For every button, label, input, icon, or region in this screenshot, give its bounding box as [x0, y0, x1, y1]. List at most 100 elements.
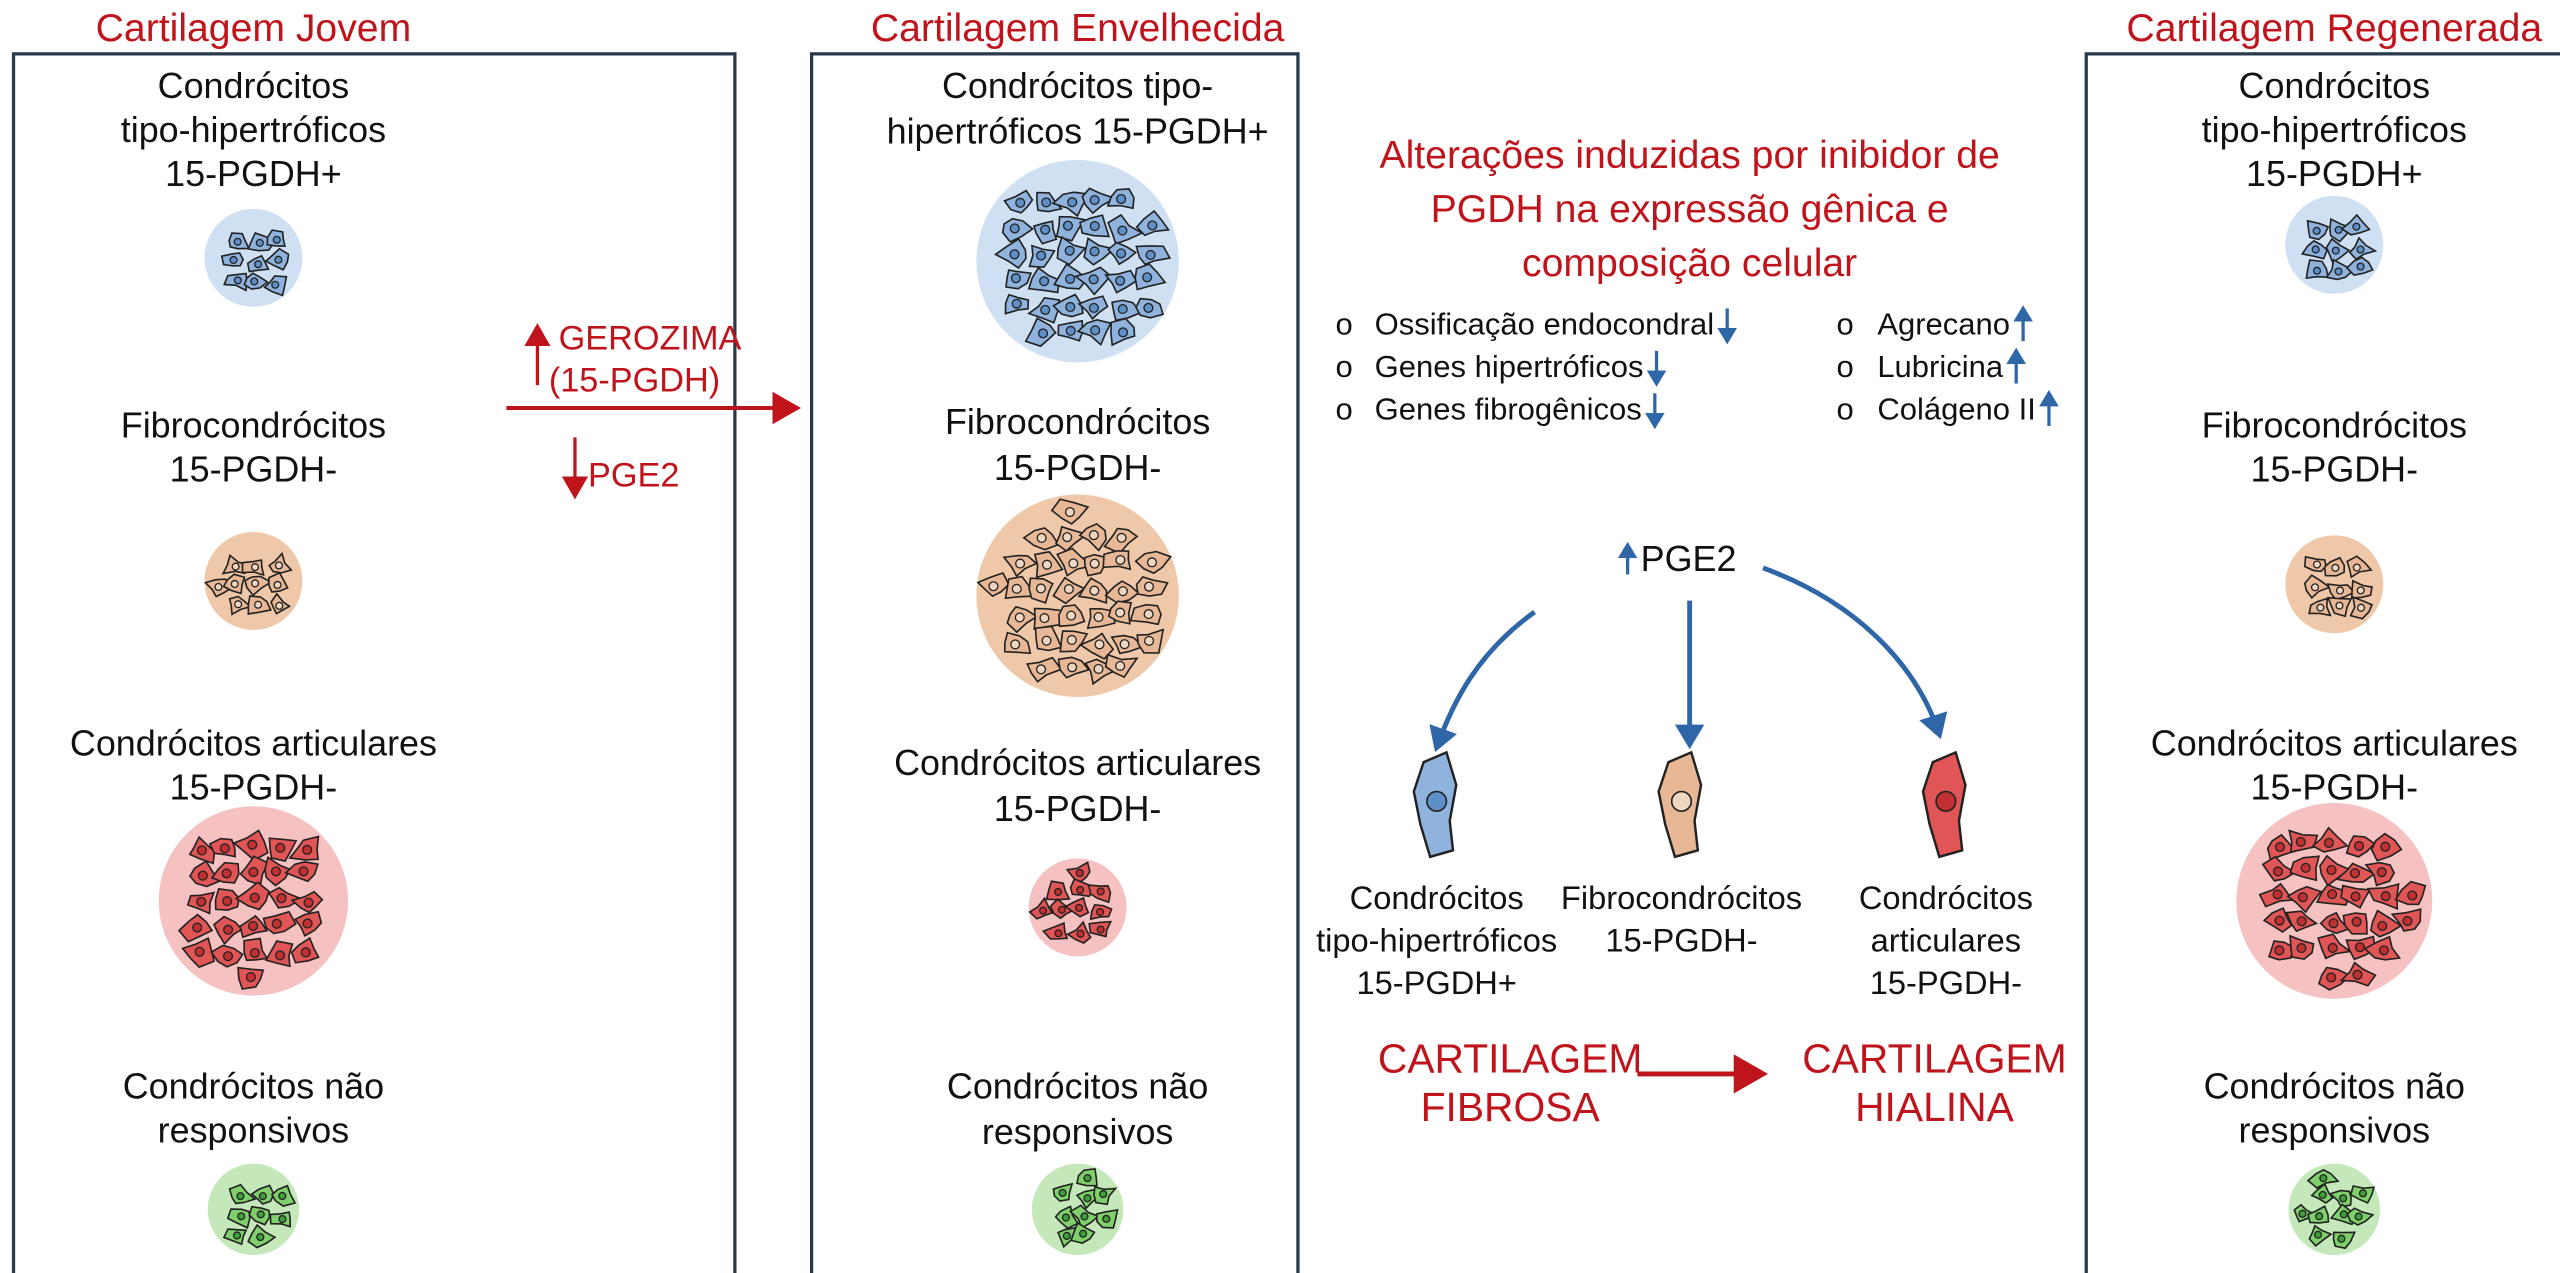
cell-nucleus: [1093, 663, 1104, 674]
cell-nucleus: [2339, 1194, 2348, 1203]
cell-nucleus: [1009, 223, 1020, 234]
panel-box: [809, 52, 1300, 1273]
panel-box: [11, 52, 737, 1273]
cell-nucleus: [2273, 866, 2284, 877]
cell-nucleus: [230, 579, 239, 589]
nonresponsive-cell-cluster: [2288, 1163, 2381, 1256]
cell-nucleus: [278, 1214, 287, 1224]
cell-nucleus: [2296, 916, 2307, 927]
cell-nucleus: [271, 280, 280, 289]
cell-nucleus: [1094, 639, 1105, 650]
cell-nucleus: [1037, 328, 1049, 339]
bullet-marker: o: [1837, 307, 1854, 342]
pge2-down-label: PGE2: [588, 456, 679, 494]
cell-nucleus: [1117, 225, 1128, 236]
cell-group-label: responsivos: [982, 1112, 1174, 1152]
cell-group-label: Condrócitos: [158, 66, 350, 106]
cell-nucleus: [272, 235, 281, 244]
cell-nucleus: [1096, 907, 1105, 917]
center-title-line-1: Alterações induzidas por inibidor de: [1379, 134, 1999, 177]
cell-nucleus: [1041, 559, 1053, 570]
cell-nucleus: [1065, 273, 1076, 284]
cell-group-label: Condrócitos não: [123, 1066, 384, 1106]
cell-nucleus: [2319, 1174, 2328, 1183]
cell-nucleus: [2334, 267, 2343, 276]
cell-nucleus: [223, 924, 234, 935]
cell-type-label: 15-PGDH-: [1870, 964, 2022, 1001]
cell-nucleus: [274, 255, 283, 264]
panel-box: [2084, 52, 2560, 1273]
cell-nucleus: [273, 580, 282, 590]
cell-nucleus: [1099, 1190, 1108, 1199]
cell-group-label: 15-PGDH-: [2251, 768, 2419, 808]
cell-nucleus: [2331, 246, 2340, 255]
bullet-marker: o: [1837, 391, 1854, 426]
cell-nucleus: [1039, 613, 1050, 624]
panel-cartilagem-jovem: Cartilagem JovemCondrócitostipo-hipertró…: [11, 7, 737, 1273]
cell-nucleus: [258, 1192, 267, 1201]
cell-nucleus: [1015, 558, 1026, 569]
cell-nucleus: [2352, 222, 2361, 231]
cell-nucleus: [253, 600, 263, 609]
cell-nucleus: [2334, 225, 2343, 235]
cell-nucleus: [274, 950, 286, 961]
cell-group-label: hipertróficos 15-PGDH+: [887, 112, 1269, 152]
cell-nucleus: [250, 579, 260, 588]
bullet-text: Agrecano: [1877, 307, 2010, 342]
cell-nucleus: [236, 1192, 245, 1201]
cell-nucleus: [1036, 532, 1047, 543]
cell-type-label: Condrócitos: [1859, 879, 2033, 916]
cell-nucleus: [1089, 558, 1100, 569]
cell-nucleus: [229, 255, 238, 265]
cell-group-label: 15-PGDH-: [994, 448, 1162, 488]
cell-nucleus: [1083, 1173, 1092, 1183]
cell-nucleus: [1075, 885, 1085, 894]
cell-nucleus: [1014, 612, 1025, 623]
arrow-to-hypertrophic: [1429, 610, 1537, 753]
cell-nucleus: [1115, 607, 1126, 618]
cell-nucleus: [2337, 1234, 2346, 1243]
cell-nucleus: [1117, 327, 1129, 338]
panel-title: Cartilagem Jovem: [96, 7, 412, 50]
cell-nucleus: [1076, 929, 1085, 938]
cell-group-label: 15-PGDH+: [2246, 154, 2423, 194]
cell-group-label: responsivos: [158, 1110, 350, 1150]
fibrous-cartilage-line-1: CARTILAGEM: [1378, 1035, 1642, 1081]
cell-nucleus: [2356, 245, 2365, 254]
cell-nucleus: [2358, 1189, 2368, 1198]
cell-nucleus: [1065, 325, 1076, 336]
cell-nucleus: [1088, 302, 1099, 313]
cell-nucleus: [1063, 583, 1074, 595]
cell-nucleus: [222, 951, 234, 962]
cell-nucleus: [270, 866, 282, 877]
cell-group-label: Condrócitos não: [2204, 1066, 2465, 1106]
cell-group-label: Condrócitos: [2239, 66, 2431, 106]
cell-nucleus: [2297, 892, 2308, 903]
cell-nucleus: [1061, 1213, 1071, 1222]
cell-nucleus: [1147, 220, 1158, 231]
cell-nucleus: [1079, 1229, 1088, 1238]
cell-nucleus: [276, 893, 287, 904]
cell-nucleus: [1080, 1212, 1089, 1221]
cell-nucleus: [249, 947, 260, 958]
cell-nucleus: [2326, 972, 2337, 983]
cell-nucleus: [250, 277, 259, 286]
cell-group-label: Fibrocondrócitos: [945, 402, 1210, 442]
cell-nucleus: [275, 601, 284, 610]
cell-nucleus: [2296, 943, 2307, 954]
hypertrophic-cell-cluster: [2285, 195, 2384, 294]
cell-nucleus: [1145, 249, 1156, 261]
cell-nucleus: [2356, 586, 2365, 595]
cell-nucleus: [1115, 660, 1126, 671]
cell-nucleus: [232, 1231, 242, 1240]
cell-nucleus: [255, 238, 264, 247]
cell-nucleus: [1116, 532, 1127, 543]
cell-nucleus: [275, 842, 286, 853]
cell-nucleus: [237, 1212, 246, 1221]
cell-group-label: Condrócitos articulares: [894, 743, 1261, 783]
cell-nucleus: [1119, 639, 1130, 650]
cell-nucleus: [1065, 301, 1076, 313]
hyaline-cartilage-line-2: HIALINA: [1855, 1084, 2014, 1130]
